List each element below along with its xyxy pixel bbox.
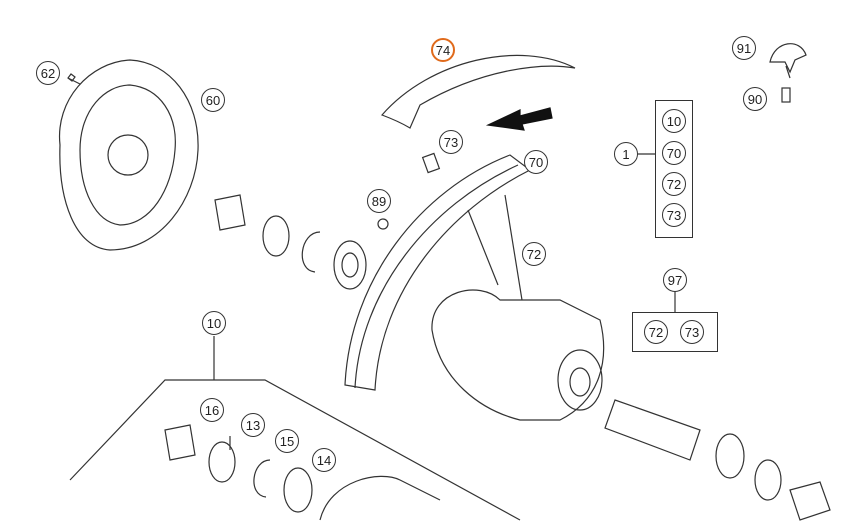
circlip-left xyxy=(301,231,321,273)
kit1-item-72[interactable]: 72 xyxy=(662,172,686,196)
spokes xyxy=(467,194,523,301)
callout-14[interactable]: 14 xyxy=(312,448,336,472)
seal-kit xyxy=(208,441,236,483)
valve-core-90 xyxy=(781,87,791,103)
seal-right xyxy=(754,459,782,501)
kit97-item-72[interactable]: 72 xyxy=(644,320,668,344)
nipple-73 xyxy=(421,152,441,174)
callout-10[interactable]: 10 xyxy=(202,311,226,335)
callout-60[interactable]: 60 xyxy=(201,88,225,112)
kit1-item-73[interactable]: 73 xyxy=(662,203,686,227)
callout-13[interactable]: 13 xyxy=(241,413,265,437)
kit1-item-10[interactable]: 10 xyxy=(662,109,686,133)
spacer-kit xyxy=(164,424,196,461)
callout-70[interactable]: 70 xyxy=(524,150,548,174)
kit-box-97 xyxy=(632,312,718,352)
callout-62[interactable]: 62 xyxy=(36,61,60,85)
callout-72[interactable]: 72 xyxy=(522,242,546,266)
callout-16[interactable]: 16 xyxy=(200,398,224,422)
seal-left xyxy=(262,215,290,257)
valve-cap-91 xyxy=(769,43,807,74)
kit-box-1 xyxy=(655,100,693,238)
direction-arrow xyxy=(485,107,553,131)
bearing-left xyxy=(333,240,367,290)
nipple-89 xyxy=(377,218,389,230)
axle-spacer xyxy=(604,399,701,461)
callout-97[interactable]: 97 xyxy=(663,268,687,292)
spacer-left xyxy=(214,194,246,231)
circlip-kit xyxy=(253,459,271,498)
callout-15[interactable]: 15 xyxy=(275,429,299,453)
callout-89[interactable]: 89 xyxy=(367,189,391,213)
callout-74[interactable]: 74 xyxy=(431,38,455,62)
callout-91[interactable]: 91 xyxy=(732,36,756,60)
callout-73[interactable]: 73 xyxy=(439,130,463,154)
brake-disc xyxy=(58,59,199,251)
tire-outline xyxy=(380,54,576,129)
bearing-right xyxy=(715,433,745,479)
bearing-kit xyxy=(283,467,313,513)
callout-90[interactable]: 90 xyxy=(743,87,767,111)
kit97-item-73[interactable]: 73 xyxy=(680,320,704,344)
callout-1[interactable]: 1 xyxy=(614,142,638,166)
hub-kit-outline xyxy=(69,379,521,521)
spacer-right xyxy=(789,481,831,521)
bolt-62 xyxy=(67,73,81,85)
hub xyxy=(431,289,605,421)
hub-kit xyxy=(319,475,441,521)
kit1-item-70[interactable]: 70 xyxy=(662,141,686,165)
